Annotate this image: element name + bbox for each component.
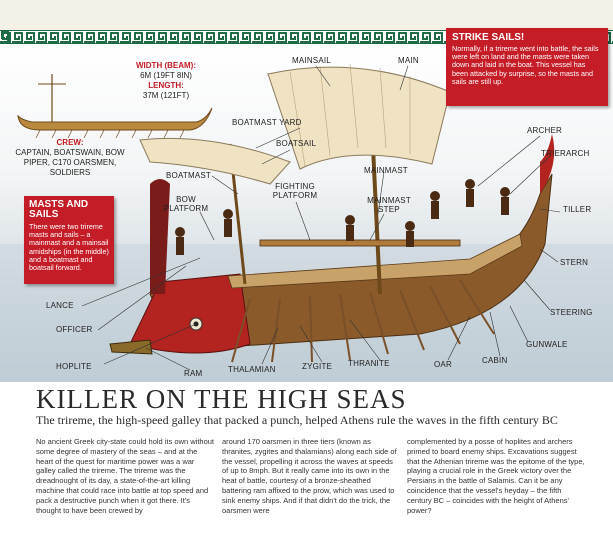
small-ship-profile [17, 74, 213, 139]
label-ram: RAM [184, 369, 203, 378]
label-zygite: ZYGITE [302, 362, 333, 371]
width-label: WIDTH (BEAM): [136, 61, 196, 70]
length-value: 37M (121FT) [142, 91, 190, 100]
crew-info: CREW: CAPTAIN, BOATSWAIN, BOW PIPER, C17… [10, 138, 130, 178]
masts-box-body: There were two trireme masts and sails –… [29, 222, 109, 273]
label-archer: ARCHER [527, 126, 562, 135]
label-steering: STEERING [550, 308, 593, 317]
boatsail [139, 137, 291, 185]
article-column-3: complemented by a posse of hoplites and … [407, 437, 585, 515]
label-hoplite: HOPLITE [56, 362, 92, 371]
article-column-2: around 170 oarsmen in three tiers (known… [222, 437, 400, 515]
strike-box-title: STRIKE SAILS! [452, 32, 525, 43]
column-2-text: around 170 oarsmen in three tiers (known… [222, 437, 397, 515]
article-column-1: No ancient Greek city-state could hold i… [36, 437, 214, 515]
masts-and-sails-box: MASTS AND SAILS There were two trireme m… [24, 196, 114, 284]
label-thalamian: THALAMIAN [228, 365, 276, 374]
label-lance: LANCE [46, 301, 74, 310]
label-boatsail: BOATSAIL [276, 139, 317, 148]
oars [231, 279, 495, 363]
masts-box-title: MASTS AND SAILS [29, 199, 89, 220]
crew-value: CAPTAIN, BOATSWAIN, BOW PIPER, C170 OARS… [15, 148, 125, 177]
crew-figures [175, 179, 510, 255]
label-trierarch: TRIERARCH [541, 149, 590, 158]
label-mainmast-step: MAINMAST STEP [367, 196, 411, 214]
label-tiller: TILLER [563, 205, 592, 214]
strike-sails-box: STRIKE SAILS! Normally, if a trireme wen… [446, 28, 608, 106]
strike-box-body: Normally, if a trireme went into battle,… [452, 44, 599, 86]
leader-lines [81, 65, 561, 371]
article-title: KILLER ON THE HIGH SEAS [36, 384, 407, 414]
label-mainsail: MAINSAIL [292, 56, 331, 65]
label-stern: STERN [560, 258, 589, 267]
label-cabin: CABIN [482, 356, 508, 365]
label-boatmast-yard: BOATMAST YARD [232, 118, 302, 127]
column-3-text: complemented by a posse of hoplites and … [407, 437, 585, 515]
ship-dimensions: WIDTH (BEAM): 6M (19FT 8IN) LENGTH: 37M … [120, 61, 212, 101]
label-boatmast: BOATMAST [166, 171, 212, 180]
label-mainmast: MAINMAST [364, 166, 408, 175]
width-value: 6M (19FT 8IN) [140, 71, 192, 80]
label-main: MAIN [398, 56, 419, 65]
label-fighting-platform: FIGHTING PLATFORM [272, 182, 318, 200]
fighting-platform [259, 239, 461, 247]
label-gunwale: GUNWALE [526, 340, 568, 349]
label-thranite: THRANITE [348, 359, 390, 368]
label-officer: OFFICER [56, 325, 93, 334]
column-1-text: No ancient Greek city-state could hold i… [36, 437, 215, 515]
crew-label: CREW: [56, 138, 84, 147]
label-oar: OAR [434, 360, 452, 369]
trireme-hull [109, 134, 555, 355]
article-subtitle: The trireme, the high-speed galley that … [36, 413, 558, 427]
length-label: LENGTH: [148, 81, 184, 90]
label-bow-platform: BOW PLATFORM [163, 195, 209, 213]
